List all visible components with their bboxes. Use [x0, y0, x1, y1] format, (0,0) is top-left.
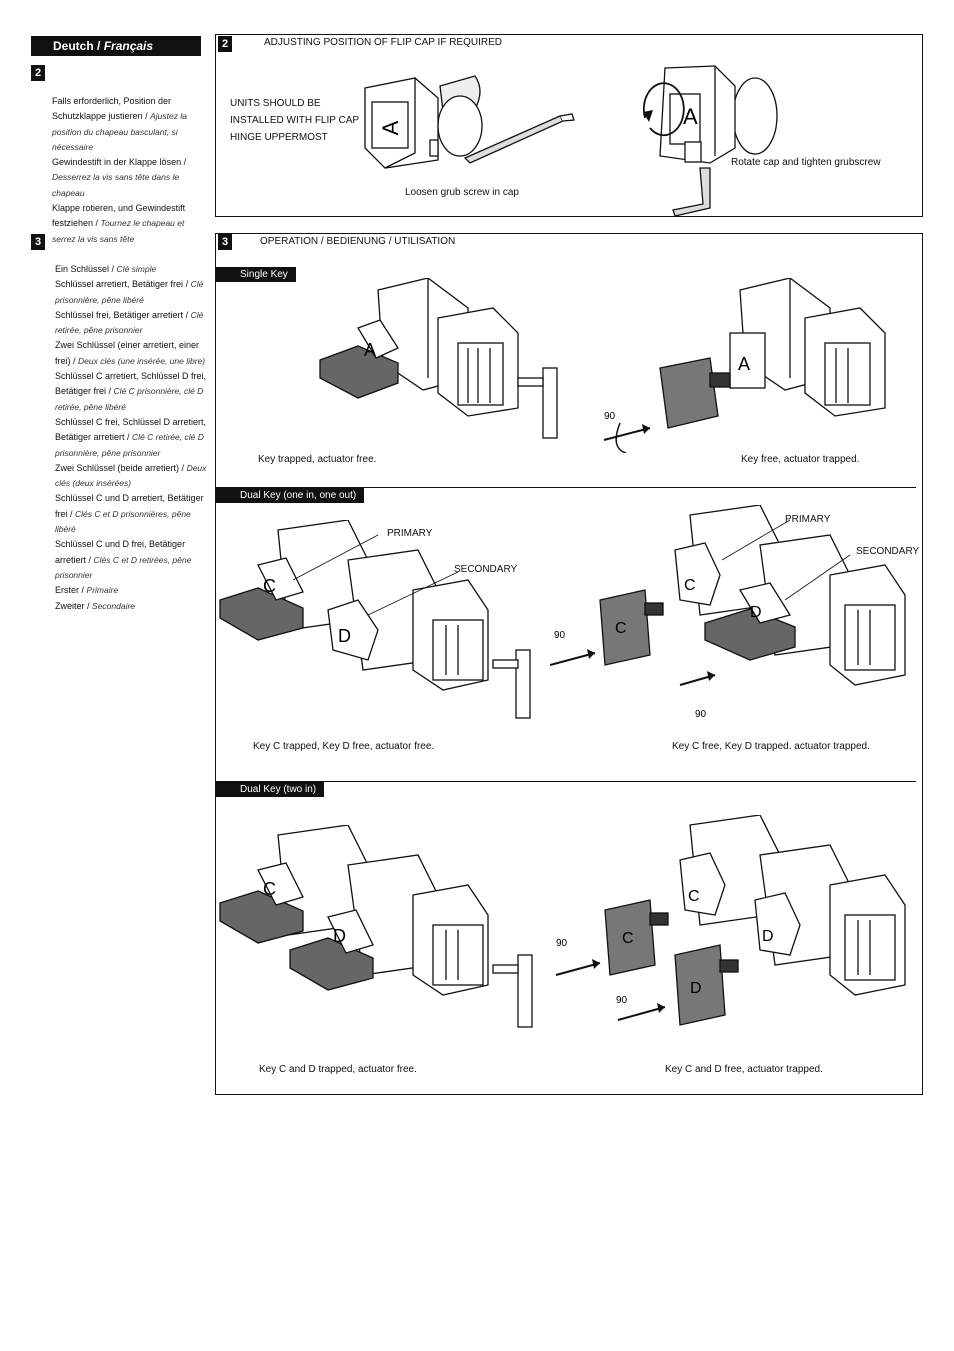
- key-letter-c: C: [263, 879, 276, 899]
- sec2-line: Gewindestift in der Klappe lösen / Desse…: [52, 157, 187, 198]
- key-letter-c: C: [622, 930, 634, 947]
- panel-2: [215, 34, 923, 217]
- key-letter-d: D: [690, 980, 702, 997]
- section-2-number: 2: [31, 65, 45, 81]
- section-3-number: 3: [31, 234, 45, 250]
- key-letter-c: C: [615, 620, 627, 637]
- tag-dual-key-one: Dual Key (one in, one out): [216, 488, 365, 503]
- key-letter-c: C: [684, 577, 696, 594]
- key-letter-d: D: [762, 928, 774, 945]
- language-header: Deutch / Français: [31, 36, 201, 56]
- caption-dual-one-right: Key C free, Key D trapped. actuator trap…: [672, 741, 870, 752]
- dual-key-two-right-illustration: C D C D 90 90: [555, 815, 906, 1026]
- panel-3: [215, 233, 923, 1095]
- panel-3-title: OPERATION / BEDIENUNG / UTILISATION: [260, 236, 456, 247]
- panel-3-number: 3: [218, 234, 232, 250]
- flip-cap-loosen-illustration: A: [364, 75, 575, 169]
- key-letter-c: C: [263, 576, 276, 596]
- dual-key-two-left-illustration: C D: [219, 825, 533, 1028]
- angle-label: 90: [554, 630, 566, 641]
- sec3-line: Zweiter / Secondaire: [55, 600, 136, 611]
- panel-2-title: ADJUSTING POSITION OF FLIP CAP IF REQUIR…: [264, 37, 502, 48]
- sec3-line: Schlüssel arretiert, Betätiger frei / Cl…: [55, 279, 204, 305]
- caption-dual-two-left: Key C and D trapped, actuator free.: [259, 1064, 417, 1075]
- key-letter: A: [364, 340, 376, 360]
- angle-label: 90: [604, 411, 616, 422]
- label-secondary-left: SECONDARY: [454, 564, 518, 575]
- sec2-line: Falls erforderlich, Position der Schutzk…: [52, 96, 187, 152]
- key-letter-c: C: [688, 888, 700, 905]
- single-key-free-illustration: A 90: [603, 278, 886, 453]
- caption-dual-one-left: Key C trapped, Key D free, actuator free…: [253, 741, 435, 752]
- caption-dual-two-right: Key C and D free, actuator trapped.: [665, 1064, 823, 1075]
- key-letter: A: [738, 354, 750, 374]
- angle-label: 90: [616, 995, 628, 1006]
- caption-rotate: Rotate cap and tighten grubscrew: [731, 157, 881, 168]
- dual-key-one-right-illustration: C D C 90 90: [550, 505, 906, 720]
- angle-label: 90: [556, 938, 568, 949]
- caption-loosen: Loosen grub screw in cap: [405, 187, 519, 198]
- single-key-trapped-illustration: A: [319, 278, 558, 439]
- label-primary-right: PRIMARY: [785, 514, 831, 525]
- panel-2-number: 2: [218, 36, 232, 52]
- turn-arrow-icon: [603, 427, 651, 441]
- install-note: UNITS SHOULD BE INSTALLED WITH FLIP CAP …: [230, 98, 360, 143]
- cap-letter: A: [683, 104, 698, 129]
- angle-label: 90: [695, 709, 707, 720]
- section-divider: [216, 487, 916, 488]
- rotate-arrow-icon: [642, 82, 685, 137]
- dual-key-one-left-illustration: C D: [219, 520, 531, 719]
- turn-arrow-icon: [550, 652, 596, 666]
- lang-separator: /: [93, 39, 104, 53]
- sec3-line: Erster / Primaire: [55, 585, 119, 596]
- sec3-line: Schlüssel C arretiert, Schlüssel D frei,…: [55, 371, 207, 412]
- tag-single-key: Single Key: [216, 267, 296, 282]
- label-primary-left: PRIMARY: [387, 528, 433, 539]
- cap-letter: A: [378, 120, 403, 135]
- tag-dual-key-two: Dual Key (two in): [216, 782, 325, 797]
- label-secondary-right: SECONDARY: [856, 546, 920, 557]
- sec2-line: Klappe rotieren, und Gewindestift festzi…: [52, 203, 186, 244]
- sec3-line: Zwei Schlüssel (einer arretiert, einer f…: [55, 340, 206, 366]
- caption-key-free: Key free, actuator trapped.: [741, 454, 860, 465]
- turn-arrow-icon: [617, 1006, 666, 1021]
- sec3-line: Schlüssel C und D arretiert, Betätiger f…: [55, 493, 204, 535]
- lang-de: Deutch: [53, 39, 94, 53]
- key-letter-d: D: [338, 626, 351, 646]
- flip-cap-rotate-illustration: A: [642, 65, 778, 217]
- sec3-line: Ein Schlüssel / Clé simple: [55, 264, 157, 274]
- sec3-line: Schlüssel C und D frei, Betätiger arreti…: [55, 539, 192, 580]
- lang-fr: Français: [103, 39, 154, 53]
- section-divider: [216, 781, 916, 782]
- turn-arrow-icon: [555, 962, 601, 976]
- sec3-line: Zwei Schlüssel (beide arretiert) / Deux …: [55, 462, 207, 489]
- key-letter-d: D: [750, 604, 762, 621]
- section-3-text: Ein Schlüssel / Clé simple Schlüssel arr…: [55, 262, 213, 614]
- section-2-text: Falls erforderlich, Position der Schutzk…: [52, 94, 210, 247]
- key-letter-d: D: [333, 926, 346, 946]
- caption-key-trapped: Key trapped, actuator free.: [258, 454, 377, 465]
- sec3-line: Schlüssel C frei, Schlüssel D arretiert,…: [55, 416, 207, 458]
- sec3-line: Schlüssel frei, Betätiger arretiert / Cl…: [55, 309, 204, 336]
